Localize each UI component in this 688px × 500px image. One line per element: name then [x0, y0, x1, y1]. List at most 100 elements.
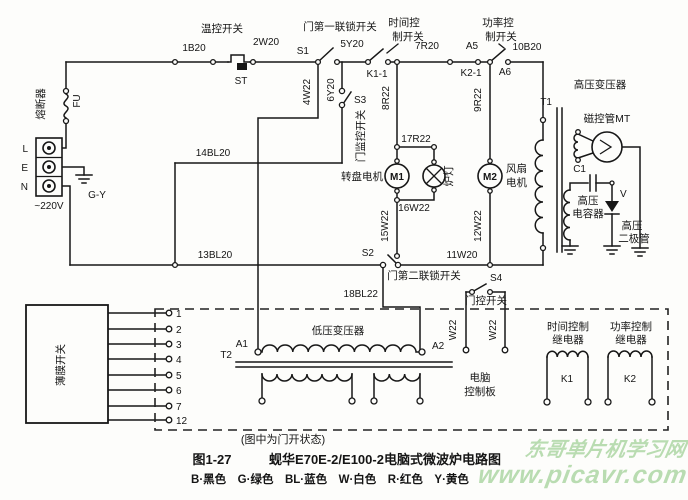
membrane-terminal-2: 2: [176, 325, 182, 336]
control-board-dashed-outline: [154, 308, 669, 431]
wire-6y20-label: 6Y20: [326, 78, 337, 102]
t1-label: T1: [540, 97, 552, 108]
wiring: [61, 43, 653, 421]
wire-10b20-label: 10B20: [513, 42, 542, 53]
t2-secondary2-coil: [373, 373, 421, 382]
wire-8r22-label: 8R22: [381, 86, 392, 110]
labels: L E N ~220V G-Y 熔断器 FU 温控开关 1B20 ST 2W20…: [21, 16, 652, 427]
wire-16w22-label: 16W22: [398, 203, 430, 214]
door-sense-switch-label: 门控开关: [465, 294, 507, 307]
c1-label: C1: [573, 164, 586, 175]
figure-title: 蚬华E70E-2/E100-2电脑式微波炉电路图: [269, 452, 501, 467]
capacitor-plates: [589, 174, 597, 192]
v-label: V: [620, 189, 627, 200]
t2-secondary2-legs: [373, 373, 421, 399]
ground-icon: [603, 245, 621, 255]
terminal-n-label: N: [21, 182, 28, 193]
board-label-1: 电脑: [470, 371, 491, 384]
s3-label: S3: [354, 95, 367, 106]
membrane-terminal-7: 7: [176, 402, 182, 413]
hv-diode-label-2: 二极管: [618, 232, 650, 245]
t1-primary-coil: [534, 139, 544, 234]
wire-18bl22-label: 18BL22: [344, 289, 379, 300]
t2-secondary1-coil: [261, 373, 353, 382]
watermark: 东哥单片机学习网 www.picavr.com: [476, 438, 688, 489]
wire-w22a-label: W22: [448, 319, 459, 340]
membrane-terminal-3: 3: [176, 340, 182, 351]
wire-9r22-label: 9R22: [473, 88, 484, 112]
s4-label: S4: [490, 273, 503, 284]
hv-capacitor-label-1: 高压: [578, 194, 599, 207]
thermostat-symbol: [227, 54, 251, 63]
earth-ground-icon: [75, 174, 93, 184]
wire-11w20-label: 11W20: [447, 250, 478, 261]
membrane-switch-label: 薄膜开关: [54, 344, 67, 386]
door-monitor-switch-label: 门监控开关: [354, 109, 367, 162]
k1-coil: [546, 350, 589, 358]
thermostat-code-label: ST: [235, 76, 248, 87]
power-switch-label-1: 功率控: [482, 16, 514, 29]
fan-motor-symbol: [477, 163, 503, 189]
fuse-name-label: 熔断器: [34, 88, 47, 120]
membrane-terminal-6: 6: [176, 386, 182, 397]
k1-contact-label: K1-1: [366, 69, 388, 80]
t2-secondary1-legs: [261, 373, 353, 399]
filament-leads: [577, 133, 594, 159]
wire-5y20-label: 5Y20: [340, 39, 364, 50]
k2-relay-label-2: 继电器: [615, 333, 647, 346]
terminal-screw: [47, 184, 51, 188]
turntable-motor-symbol: [384, 163, 410, 189]
thermostat-contact-block: [237, 63, 247, 70]
ground-icon: [561, 245, 579, 255]
wire-neutral: [61, 185, 71, 266]
terminal-screw: [47, 165, 51, 169]
wire-earth: [61, 166, 85, 176]
wire-lamp-return: [396, 186, 435, 201]
wire-17r22-label: 17R22: [401, 134, 431, 145]
door2-switch-label: 门第二联锁开关: [387, 269, 461, 282]
membrane-terminal-5: 5: [176, 371, 182, 382]
terminal-screw: [47, 146, 51, 150]
k2-relay-label-1: 功率控制: [610, 320, 652, 333]
voltage-label: ~220V: [34, 201, 64, 212]
turntable-motor-label: 转盘电机: [341, 170, 383, 183]
time-switch-label-1: 时间控: [388, 16, 420, 29]
m1-label: M1: [390, 172, 404, 183]
power-switch-label-2: 制开关: [485, 30, 517, 43]
switch-s3-blade: [341, 90, 353, 106]
k2-contact-label: K2-1: [460, 68, 482, 79]
membrane-terminal-12: 12: [176, 416, 188, 427]
board-label-2: 控制板: [464, 385, 496, 398]
magnetron-anode-wire: [621, 146, 641, 249]
leader-time-switch: [386, 43, 399, 54]
terminal-e-label: E: [21, 163, 28, 174]
switch-s1-blade: [316, 46, 335, 64]
wire-17r22-branch: [396, 146, 435, 166]
terminal-dividers: [36, 156, 62, 178]
switch-k2-blade: [488, 47, 507, 64]
ground-wire-label: G-Y: [88, 190, 106, 201]
fan-motor-label-2: 电机: [506, 176, 527, 189]
door-state-note: (图中为门开状态): [241, 432, 325, 446]
watermark-site-name: 东哥单片机学习网: [523, 438, 688, 461]
wire-18bl22: [382, 264, 421, 350]
k2-label: K2: [624, 374, 637, 385]
k1-legs: [546, 356, 589, 400]
s2-label: S2: [362, 248, 375, 259]
k1-relay-label-2: 继电器: [552, 333, 584, 346]
t2-label: T2: [220, 350, 232, 361]
filament-coil: [573, 133, 579, 159]
membrane-switch-box: [25, 304, 109, 424]
caption: (图中为门开状态) 图1-27 蚬华E70E-2/E100-2电脑式微波炉电路图…: [191, 432, 501, 486]
wire-13bl20-label: 13BL20: [198, 250, 233, 261]
ground-icon: [631, 247, 649, 257]
a6-label: A6: [499, 67, 512, 78]
wire-15w22-label: 15W22: [380, 210, 391, 242]
wire-2w20-label: 2W20: [253, 37, 280, 48]
color-code-legend: B·黑色 G·绿色 BL·蓝色 W·白色 R·红色 Y·黄色: [191, 472, 469, 486]
wire-hv-to-cap: [569, 182, 589, 191]
wire-w22b-label: W22: [488, 319, 499, 340]
watermark-url: www.picavr.com: [476, 461, 688, 489]
hv-diode-symbol: [605, 201, 619, 212]
